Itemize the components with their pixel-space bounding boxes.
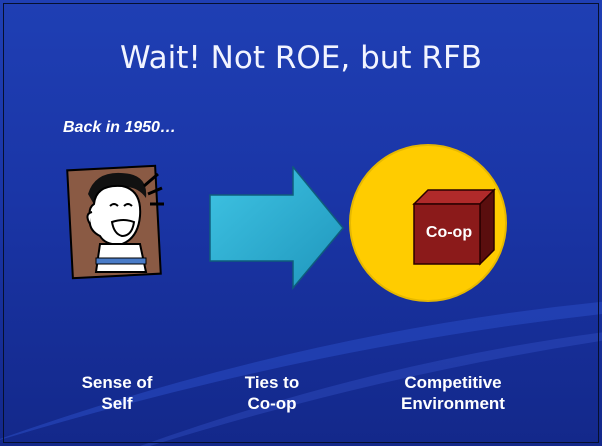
- right-arrow-icon: [209, 166, 344, 290]
- slide-title: Wait! Not ROE, but RFB: [119, 40, 483, 76]
- caption-competitive-environment: Competitive Environment: [401, 373, 505, 413]
- excited-person-icon: [66, 164, 164, 280]
- caption-ties-to-coop: Ties to Co-op: [244, 373, 300, 413]
- co-op-box-icon: [412, 188, 496, 266]
- slide-subtitle: Back in 1950…: [63, 119, 176, 136]
- caption-sense-of-self: Sense of Self: [81, 373, 153, 413]
- co-op-box-label: Co-op: [425, 224, 473, 241]
